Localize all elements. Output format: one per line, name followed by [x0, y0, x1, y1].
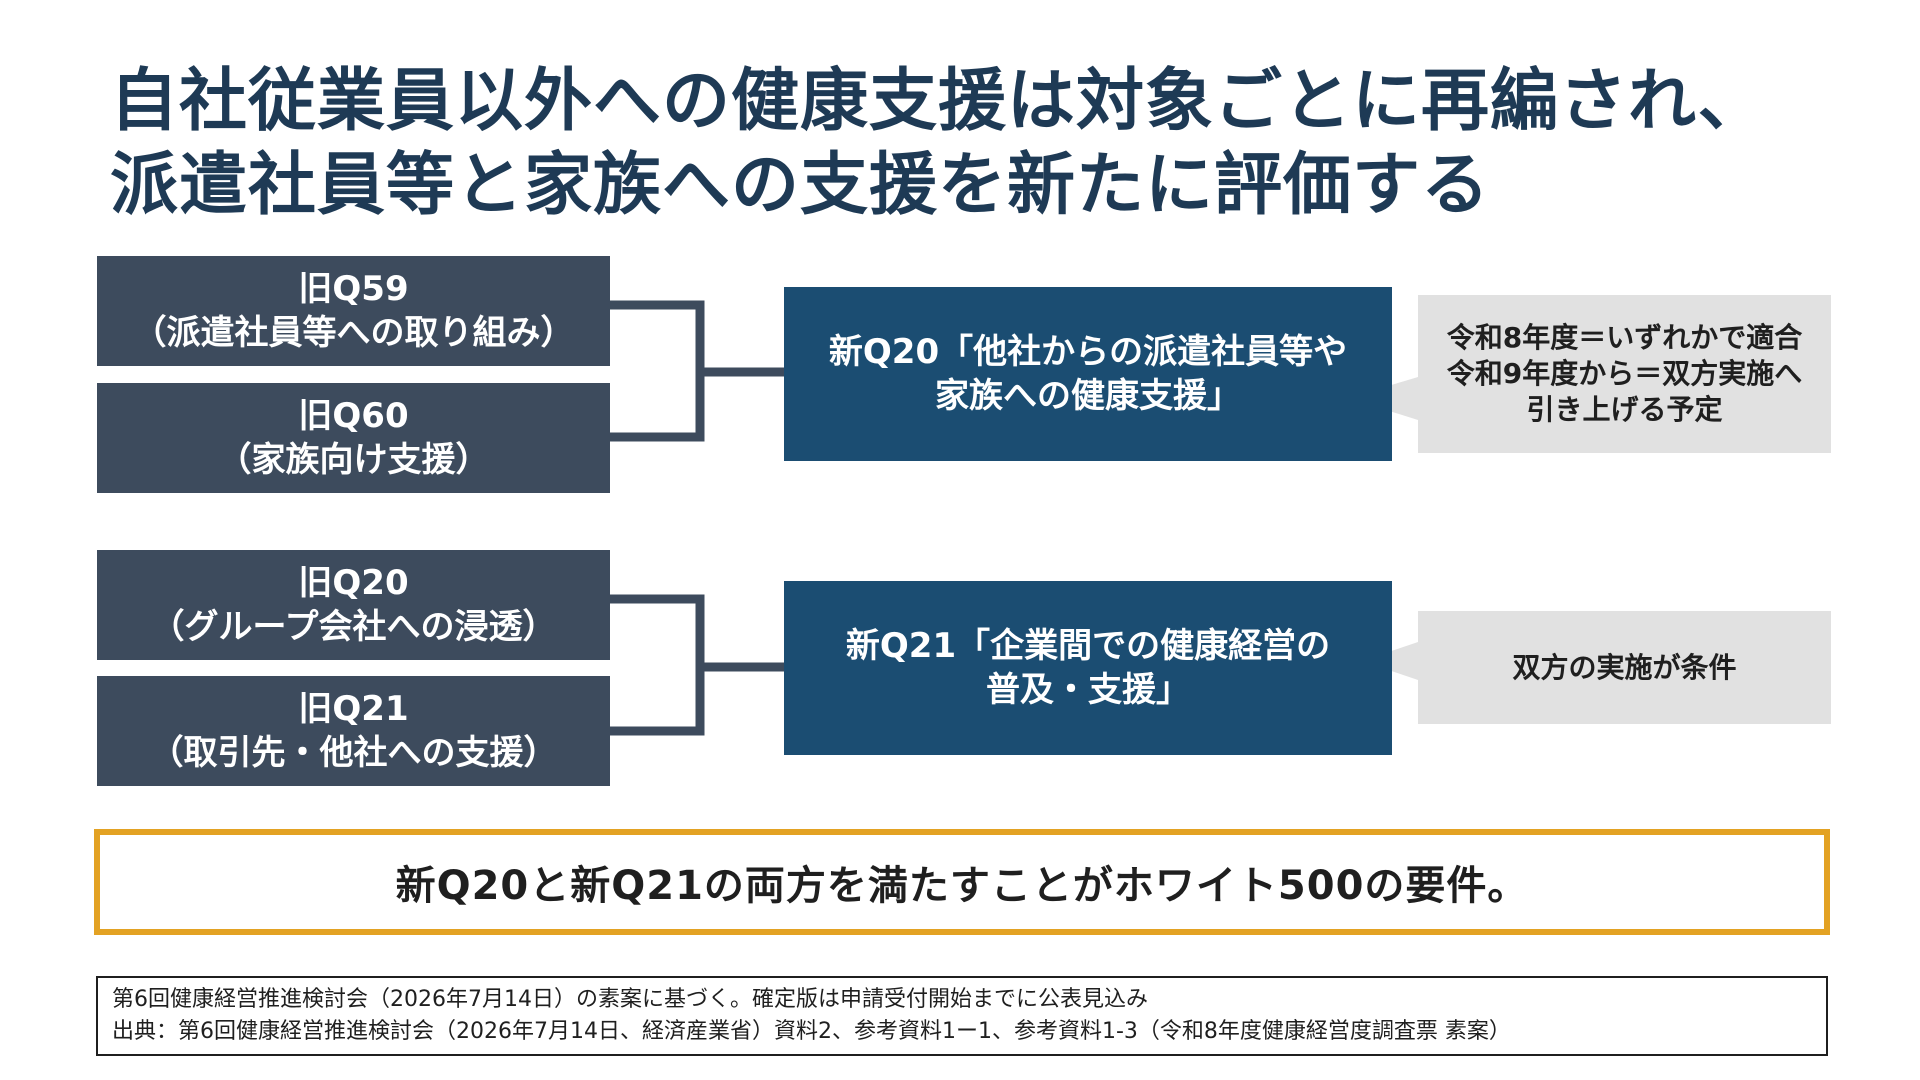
source-line-1: 第6回健康経営推進検討会（2026年7月14日）の素案に基づく。確定版は申請受付…	[112, 987, 1148, 1012]
page-title: 自社従業員以外への健康支援は対象ごとに再編され、 派遣社員等と家族への支援を新た…	[110, 60, 1870, 228]
note-q20-line-2: 令和9年度から＝双方実施へ	[1446, 357, 1803, 390]
note-q20-box: 令和8年度＝いずれかで適合 令和9年度から＝双方実施へ 引き上げる予定	[1418, 295, 1831, 453]
new-q20-line-1: 新Q20「他社からの派遣社員等や	[828, 332, 1348, 372]
connector-group2-top	[610, 594, 784, 672]
source-line-2: 出典：第6回健康経営推進検討会（2026年7月14日、経済産業省）資料2、参考資…	[112, 1019, 1511, 1044]
new-q21-line-1: 新Q21「企業間での健康経営の	[845, 626, 1331, 666]
old-q21-box: 旧Q21 （取引先・他社への支援）	[97, 676, 610, 786]
old-q59-box: 旧Q59 （派遣社員等への取り組み）	[97, 256, 610, 366]
old-q60-code: 旧Q60	[298, 396, 409, 436]
old-q20-code: 旧Q20	[298, 563, 409, 603]
note-q21-line-1: 双方の実施が条件	[1512, 650, 1737, 684]
old-q59-code: 旧Q59	[298, 269, 409, 309]
connector-group2-bottom	[610, 667, 705, 736]
conclusion-banner: 新Q20と新Q21の両方を満たすことがホワイト500の要件。	[94, 829, 1830, 935]
note-q20-line-1: 令和8年度＝いずれかで適合	[1446, 321, 1803, 354]
note-q21-box: 双方の実施が条件	[1418, 611, 1831, 724]
new-q21-line-2: 普及・支援」	[986, 670, 1190, 710]
old-q59-desc: （派遣社員等への取り組み）	[132, 313, 575, 353]
old-q60-desc: （家族向け支援）	[217, 440, 490, 480]
new-q20-box: 新Q20「他社からの派遣社員等や 家族への健康支援」	[784, 287, 1392, 461]
note-q20-line-3: 引き上げる予定	[1526, 393, 1723, 426]
title-line-1: 自社従業員以外への健康支援は対象ごとに再編され、	[110, 62, 1767, 141]
old-q20-box: 旧Q20 （グループ会社への浸透）	[97, 550, 610, 660]
source-note: 第6回健康経営推進検討会（2026年7月14日）の素案に基づく。確定版は申請受付…	[96, 976, 1828, 1056]
old-q21-desc: （取引先・他社への支援）	[149, 733, 558, 773]
title-line-2: 派遣社員等と家族への支援を新たに評価する	[110, 146, 1491, 225]
new-q21-box: 新Q21「企業間での健康経営の 普及・支援」	[784, 581, 1392, 755]
conclusion-text: 新Q20と新Q21の両方を満たすことがホワイト500の要件。	[395, 863, 1529, 909]
old-q60-box: 旧Q60 （家族向け支援）	[97, 383, 610, 493]
connector-group1-top	[610, 300, 784, 377]
new-q20-line-2: 家族への健康支援」	[935, 376, 1241, 416]
old-q21-code: 旧Q21	[298, 689, 409, 729]
connector-group1-bottom	[610, 372, 705, 442]
old-q20-desc: （グループ会社への浸透）	[150, 607, 557, 647]
